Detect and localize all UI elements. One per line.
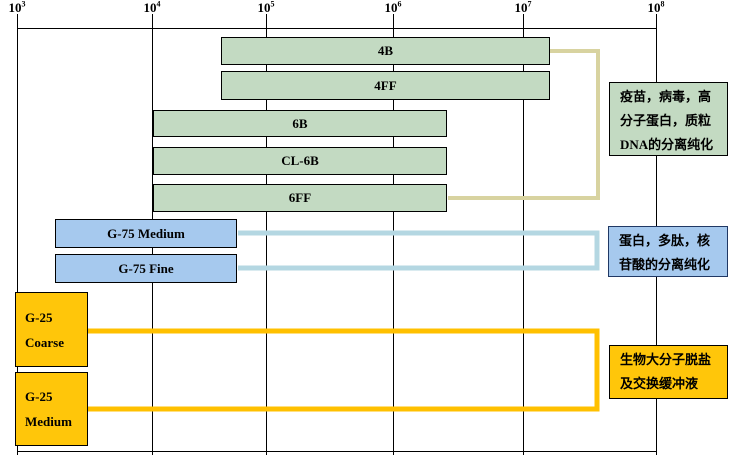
bar-label: G-75 Medium [107,225,185,241]
bar-6ff: 6FF [153,184,447,212]
bar-g75-fine: G-75 Fine [55,254,237,283]
note-blue: 蛋白，多肽，核苷酸的分离纯化 [608,226,728,277]
bar-label: 6FF [288,190,312,205]
axis-tick-label: 107 [514,0,532,15]
bar-4ff: 4FF [221,71,550,100]
bar-4b: 4B [221,37,550,65]
axis-tick-exponent: 4 [156,0,161,9]
note-blue-bracket [238,230,600,271]
gridline [17,28,18,455]
axis-tick-exponent: 6 [397,0,402,9]
axis-tick-exponent: 8 [660,0,665,9]
bar-6b: 6B [153,110,447,137]
axis-tick [656,14,657,28]
axis-tick-exponent: 3 [21,0,26,9]
x-axis-bottom-line [17,451,657,452]
bar-label-line: G-25 [25,389,53,404]
bar-label: 4FF [374,77,397,93]
x-axis-top-line [17,28,657,29]
axis-tick-label: 105 [257,0,275,15]
axis-tick-exponent: 5 [270,0,275,9]
bar-cl6b: CL-6B [153,147,447,175]
axis-tick-label: 106 [384,0,402,15]
bar-label: 4B [377,43,394,58]
axis-tick [152,14,153,28]
note-yellow-bracket [88,328,600,412]
bar-label-line: Medium [25,414,72,429]
note-yellow: 生物大分子脱盐及交换缓冲液 [609,345,728,399]
bar-label-line: Coarse [25,334,64,350]
axis-tick [17,14,18,28]
bar-label: G-75 Fine [118,260,174,276]
bar-g75-medium: G-75 Medium [55,219,237,248]
axis-tick [393,14,394,28]
bar-label-line: G-25 [25,309,53,325]
axis-tick-label: 103 [8,0,26,15]
bar-label: CL-6B [281,153,319,168]
axis-tick [266,14,267,28]
axis-tick [523,14,524,28]
bar-label: 6B [292,115,308,131]
note-green: 疫苗，病毒，高分子蛋白，质粒DNA的分离纯化 [609,82,728,156]
axis-tick-exponent: 7 [527,0,532,9]
axis-tick-label: 104 [143,0,161,15]
axis-tick-label: 108 [647,0,665,15]
